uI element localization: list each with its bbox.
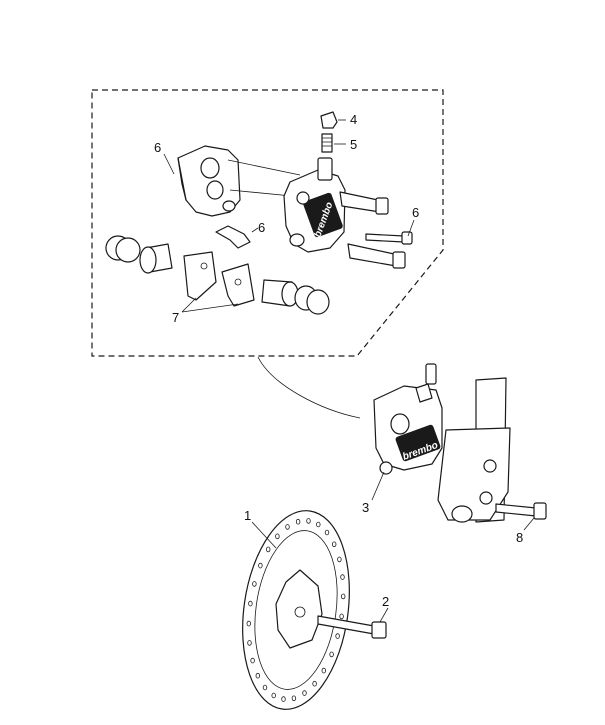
leader-1 xyxy=(251,521,277,549)
disc-vent-hole xyxy=(285,524,290,530)
brake-disc xyxy=(242,510,350,710)
callout-7: 7 xyxy=(172,310,179,325)
callout-6-middle: 6 xyxy=(258,220,265,235)
disc-vent-hole xyxy=(275,533,280,540)
disc-vent-hole xyxy=(247,640,252,646)
leader-2 xyxy=(379,607,389,623)
bleed-valve-cap xyxy=(320,111,338,129)
disc-vent-hole xyxy=(341,593,346,600)
callout-3: 3 xyxy=(362,500,369,515)
callout-1: 1 xyxy=(244,508,251,523)
caliper-assembled: brembo xyxy=(373,363,443,475)
disc-vent-hole xyxy=(271,692,276,699)
disc-vent-hole xyxy=(291,695,297,702)
detail-frame xyxy=(91,89,444,357)
disc-vent-hole xyxy=(246,620,251,627)
disc-vent-hole xyxy=(337,556,342,563)
pad-pin xyxy=(365,231,413,245)
callout-5: 5 xyxy=(350,137,357,152)
brake-pad-left xyxy=(183,251,217,301)
disc-vent-hole xyxy=(316,521,321,528)
callout-6-right: 6 xyxy=(412,205,419,220)
disc-vent-hole xyxy=(324,529,330,536)
detail-leader-curve xyxy=(257,356,361,419)
bleed-valve-screw xyxy=(321,133,333,153)
disc-vent-hole xyxy=(302,690,307,696)
disc-vent-hole xyxy=(332,541,337,548)
front-fork-leg xyxy=(437,377,511,523)
disc-vent-hole xyxy=(262,684,268,691)
leader-8 xyxy=(523,517,535,531)
disc-vent-hole xyxy=(255,672,260,679)
piston-seals-left xyxy=(105,235,141,263)
caliper-bolt-upper xyxy=(339,191,389,215)
disc-vent-hole xyxy=(252,581,257,587)
disc-vent-hole xyxy=(335,633,340,639)
disc-vent-hole xyxy=(295,518,301,525)
pad-spring xyxy=(215,225,251,249)
disc-vent-hole xyxy=(281,696,286,702)
disc-vent-hole xyxy=(258,562,263,569)
disc-vent-hole xyxy=(321,667,326,674)
piston-right xyxy=(261,279,299,307)
caliper-bolt-lower xyxy=(347,243,406,269)
caliper-mounting-bolt xyxy=(495,502,547,520)
callout-2: 2 xyxy=(382,594,389,609)
caliper-bracket-exploded xyxy=(177,145,241,217)
leader-7 xyxy=(181,297,239,313)
piston-seals-right xyxy=(294,285,330,315)
caliper-body-exploded: brembo xyxy=(283,157,346,253)
disc-vent-hole xyxy=(340,574,345,580)
leader-6a xyxy=(163,153,175,175)
disc-bolt xyxy=(317,615,387,639)
disc-vent-hole xyxy=(312,680,317,687)
callout-4: 4 xyxy=(350,112,357,127)
disc-vent-hole xyxy=(248,600,253,607)
disc-vent-hole xyxy=(306,518,311,524)
disc-vent-hole xyxy=(250,657,255,664)
callout-8: 8 xyxy=(516,530,523,545)
leader-3 xyxy=(371,471,385,501)
callout-6-upper-left: 6 xyxy=(154,140,161,155)
disc-vent-hole xyxy=(329,651,334,658)
leader-6c xyxy=(407,219,415,237)
disc-vent-hole xyxy=(339,613,344,620)
piston-left xyxy=(139,243,173,274)
disc-vent-hole xyxy=(266,546,271,553)
leader-6b xyxy=(251,227,259,233)
brake-pad-right xyxy=(221,263,255,307)
